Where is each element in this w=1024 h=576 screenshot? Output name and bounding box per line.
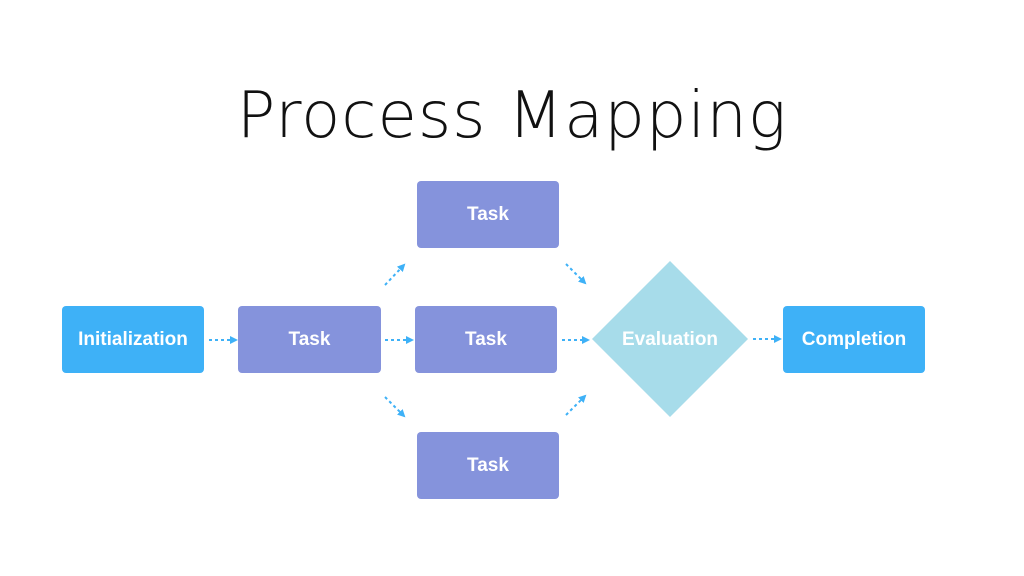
task-top-label: Task: [467, 203, 509, 225]
task-bottom-label: Task: [467, 454, 509, 476]
initialization-label: Initialization: [78, 328, 188, 350]
completion-label: Completion: [801, 328, 907, 350]
task-main-label: Task: [288, 328, 331, 350]
task-node-bottom[interactable]: Task: [417, 432, 559, 499]
task-middle-label: Task: [465, 328, 507, 350]
arrow-task-to-top-task: [384, 263, 406, 286]
page-title: Process Mapping: [236, 79, 788, 153]
evaluation-diamond[interactable]: [592, 261, 748, 417]
completion-node[interactable]: Completion: [783, 306, 925, 373]
evaluation-label: Evaluation: [621, 329, 719, 350]
task-node-main[interactable]: Task: [238, 306, 381, 373]
arrow-bottom-task-to-evaluation: [565, 394, 587, 416]
arrow-top-task-to-evaluation: [565, 263, 587, 285]
task-node-top[interactable]: Task: [417, 181, 559, 248]
arrow-task-to-bottom-task: [384, 396, 406, 418]
initialization-node[interactable]: Initialization: [62, 306, 204, 373]
task-node-middle[interactable]: Task: [415, 306, 557, 373]
